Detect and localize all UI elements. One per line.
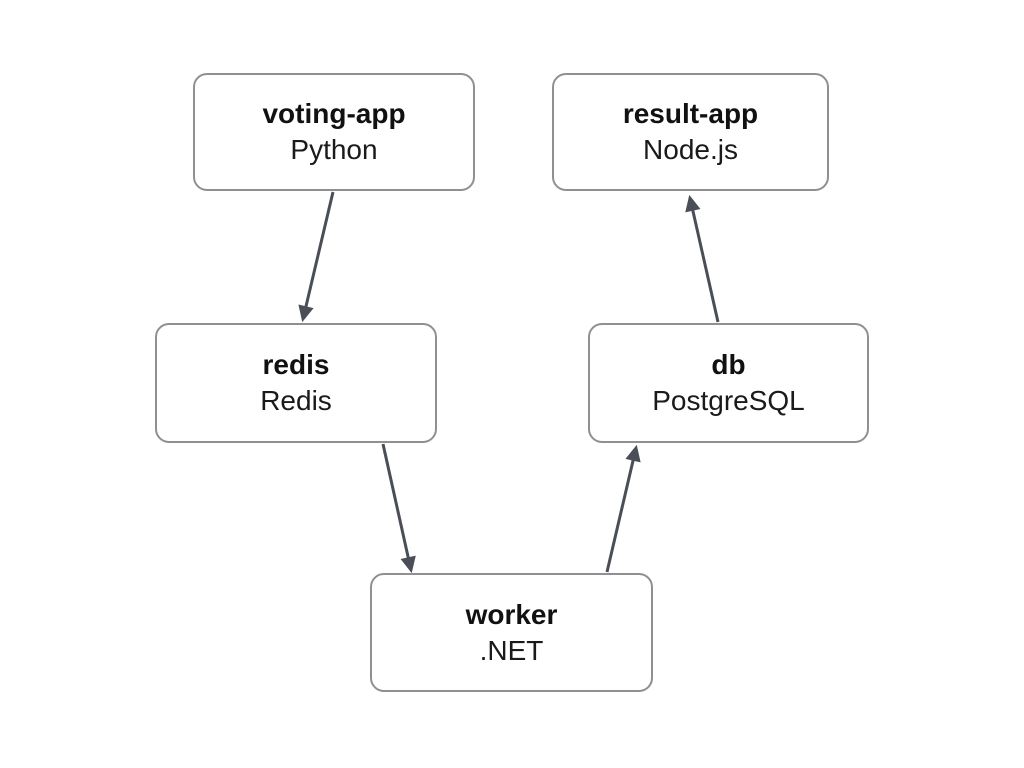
- node-db: db PostgreSQL: [588, 323, 869, 443]
- node-title: redis: [262, 349, 330, 380]
- node-tech: .NET: [479, 634, 544, 666]
- node-title: worker: [465, 598, 558, 630]
- node-redis: redis Redis: [155, 323, 437, 443]
- node-result-app: result-app Node.js: [552, 73, 829, 191]
- node-voting-app: voting-app Python: [193, 73, 475, 191]
- node-tech: Python: [290, 134, 378, 165]
- edge-worker-to-db: [605, 444, 641, 573]
- edge-db-to-result-app: [685, 194, 720, 323]
- node-tech: Redis: [260, 385, 332, 416]
- node-worker: worker .NET: [370, 573, 653, 692]
- node-title: db: [711, 349, 746, 380]
- node-tech: PostgreSQL: [652, 385, 805, 416]
- edge-voting-app-to-redis: [298, 191, 335, 323]
- node-tech: Node.js: [643, 134, 738, 165]
- edge-redis-to-worker: [381, 443, 416, 574]
- node-title: result-app: [622, 98, 759, 129]
- node-title: voting-app: [262, 98, 406, 129]
